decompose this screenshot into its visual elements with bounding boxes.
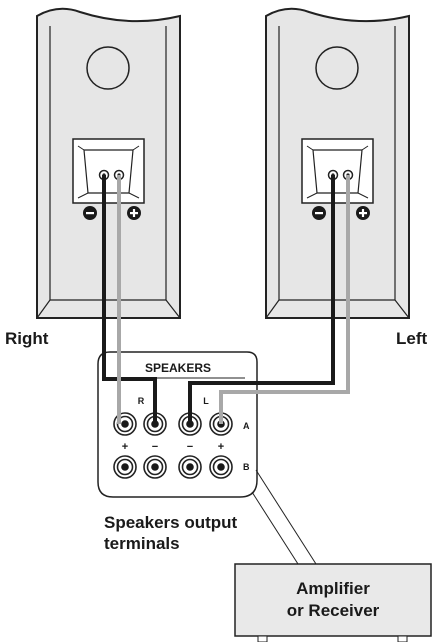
left-positive-wire [219,175,350,424]
callout-line [255,469,317,565]
left-negative-wire [188,175,335,424]
terminals-caption-line2: terminals [104,534,180,553]
speakers-terminal-panel: SPEAKERS R L A B + − − + [97,351,258,498]
row-a-label: A [243,421,250,431]
speaker-port-icon [86,46,130,90]
speaker-wires [102,175,350,424]
right-speaker-terminal-plate [72,138,145,204]
left-speaker-plus-icon [356,206,370,220]
binding-post-b-l-plus [209,455,233,479]
l-plus-label: + [218,441,224,453]
amplifier-foot [257,635,268,642]
channel-r-label: R [138,396,145,406]
speakers-panel-title: SPEAKERS [145,361,211,375]
left-speaker-terminal-plate [301,138,374,204]
l-minus-label: − [187,441,193,453]
r-plus-label: + [122,441,128,453]
amplifier-label-line1: Amplifier [296,579,370,598]
right-negative-wire [102,175,157,424]
amplifier-label-line2: or Receiver [287,601,380,620]
callout-line [251,491,299,565]
speaker-port-icon [315,46,359,90]
left-speaker [265,7,410,319]
binding-post-b-r-plus [113,455,137,479]
row-b-label: B [243,462,250,472]
left-speaker-label: Left [396,329,428,348]
binding-post-b-l-minus [178,455,202,479]
amplifier-foot [397,635,408,642]
terminals-caption-line1: Speakers output [104,513,238,532]
right-speaker-plus-icon [127,206,141,220]
right-speaker-label: Right [5,329,49,348]
right-speaker-minus-icon [83,206,97,220]
channel-l-label: L [203,396,209,406]
right-speaker [36,7,181,319]
amplifier-box: Amplifier or Receiver [234,563,432,642]
binding-post-b-r-minus [143,455,167,479]
r-minus-label: − [152,441,158,453]
left-speaker-minus-icon [312,206,326,220]
